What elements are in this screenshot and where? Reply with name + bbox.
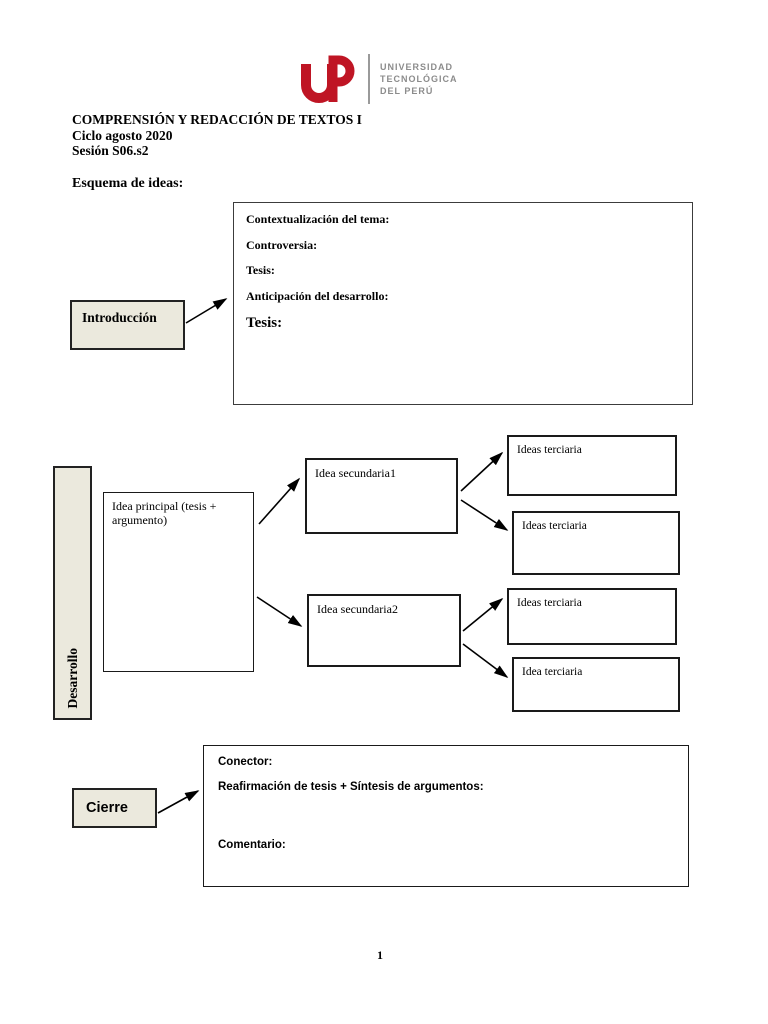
introduccion-label: Introducción <box>82 310 157 325</box>
tertiary-idea-2-box: Ideas terciaria <box>512 511 680 575</box>
tertiary-idea-4-label: Idea terciaria <box>522 666 583 678</box>
section-title: Esquema de ideas: <box>72 176 184 191</box>
field-comentario: Comentario: <box>218 839 286 851</box>
logo-line-1: UNIVERSIDAD <box>380 62 454 72</box>
desarrollo-label: Desarrollo <box>64 647 80 709</box>
cierre-label-box: Cierre <box>72 788 157 828</box>
secondary-idea-2-box: Idea secundaria2 <box>307 594 461 667</box>
main-idea-label: Idea principal (tesis + argumento) <box>112 499 217 527</box>
secondary-idea-1-box: Idea secundaria1 <box>305 458 458 534</box>
introduccion-label-box: Introducción <box>70 300 185 350</box>
desarrollo-label-box: Desarrollo <box>53 466 92 720</box>
tertiary-idea-2-label: Ideas terciaria <box>522 520 587 532</box>
tertiary-idea-3-label: Ideas terciaria <box>517 597 582 609</box>
session-line: Sesión S06.s2 <box>72 143 149 158</box>
arrow-intro-to-content <box>185 298 228 324</box>
arrow-main-to-secondary2 <box>256 596 303 627</box>
arrow-secondary1-to-tertiary1 <box>460 451 504 492</box>
field-controversia: Controversia: <box>246 237 318 252</box>
field-contextualizacion: Contextualización del tema: <box>246 212 390 226</box>
course-title: COMPRENSIÓN Y REDACCIÓN DE TEXTOS I <box>72 112 362 127</box>
field-tesis-big: Tesis: <box>246 315 283 331</box>
tertiary-idea-4-box: Idea terciaria <box>512 657 680 712</box>
arrow-secondary2-to-tertiary4 <box>462 643 509 678</box>
arrow-secondary1-to-tertiary2 <box>460 499 509 531</box>
utp-logo: UNIVERSIDAD TECNOLÓGICA DEL PERÚ <box>292 52 458 106</box>
tertiary-idea-1-label: Ideas terciaria <box>517 444 582 456</box>
logo-wordmark: UNIVERSIDAD TECNOLÓGICA DEL PERÚ <box>380 61 458 97</box>
closing-content-box: Conector: Reafirmación de tesis + Síntes… <box>203 745 689 887</box>
field-anticipacion: Anticipación del desarrollo: <box>246 288 389 303</box>
introduction-content-box: Contextualización del tema: Controversia… <box>233 202 693 405</box>
logo-line-2: TECNOLÓGICA <box>380 74 458 84</box>
cycle-line: Ciclo agosto 2020 <box>72 127 173 143</box>
utp-logo-monogram <box>301 55 355 103</box>
field-reafirmacion: Reafirmación de tesis + Síntesis de argu… <box>218 781 484 793</box>
arrow-cierre-to-content <box>157 790 200 814</box>
field-tesis: Tesis: <box>246 263 275 277</box>
document-header: COMPRENSIÓN Y REDACCIÓN DE TEXTOS I Cicl… <box>72 112 362 159</box>
arrow-secondary2-to-tertiary3 <box>462 597 504 632</box>
page-number: 1 <box>377 948 383 962</box>
tertiary-idea-1-box: Ideas terciaria <box>507 435 677 496</box>
secondary-idea-2-label: Idea secundaria2 <box>317 602 398 616</box>
field-conector: Conector: <box>218 756 273 768</box>
main-idea-box: Idea principal (tesis + argumento) <box>103 492 254 672</box>
cierre-label: Cierre <box>86 800 128 816</box>
tertiary-idea-3-box: Ideas terciaria <box>507 588 677 645</box>
logo-line-3: DEL PERÚ <box>380 86 434 96</box>
secondary-idea-1-label: Idea secundaria1 <box>315 466 396 480</box>
arrow-main-to-secondary1 <box>258 477 301 525</box>
logo-divider <box>368 54 370 104</box>
